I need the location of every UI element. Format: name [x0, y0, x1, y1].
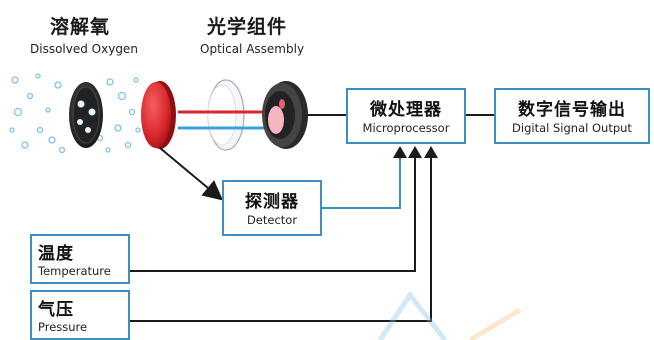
temperature-label: 温度: [38, 244, 74, 264]
detector-arrowhead: [393, 146, 407, 158]
optical-assembly-subtitle: Optical Assembly: [200, 42, 305, 56]
pressure-label: 气压: [38, 300, 74, 320]
temperature-arrowhead: [408, 146, 422, 158]
optical-assembly-title: 光学组件: [207, 16, 288, 38]
microprocessor-sublabel: Microprocessor: [362, 121, 450, 135]
red-filter-icon: [141, 81, 176, 149]
pressure-sublabel: Pressure: [38, 320, 88, 334]
temperature-to-microprocessor-path: [130, 155, 416, 272]
detector-label: 探测器: [245, 192, 299, 212]
pressure-arrowhead: [424, 146, 438, 158]
led-photodiode-icon: [262, 81, 308, 149]
watermark-shape: [377, 290, 522, 340]
pressure-box: 气压 Pressure: [30, 290, 130, 340]
pressure-to-microprocessor-path: [130, 155, 432, 322]
detector-sublabel: Detector: [246, 213, 298, 227]
digital-output-box: 数字信号输出 Digital Signal Output: [494, 88, 650, 144]
lens-icon: [207, 79, 245, 151]
dissolved-oxygen-title: 溶解氧: [50, 16, 111, 38]
dissolved-oxygen-subtitle: Dissolved Oxygen: [30, 42, 138, 56]
sensor-cap-icon: [69, 82, 103, 148]
microprocessor-box: 微处理器 Microprocessor: [346, 88, 466, 144]
digital-output-sublabel: Digital Signal Output: [512, 121, 632, 135]
temperature-box: 温度 Temperature: [30, 234, 130, 284]
detector-box: 探测器 Detector: [222, 180, 322, 236]
oxygen-bubbles-icon: [9, 73, 141, 154]
filter-to-detector-arrow: [159, 147, 224, 201]
microprocessor-label: 微处理器: [370, 100, 442, 120]
digital-output-label: 数字信号输出: [518, 100, 626, 120]
detector-to-microprocessor-path: [322, 155, 401, 209]
temperature-sublabel: Temperature: [38, 264, 111, 278]
